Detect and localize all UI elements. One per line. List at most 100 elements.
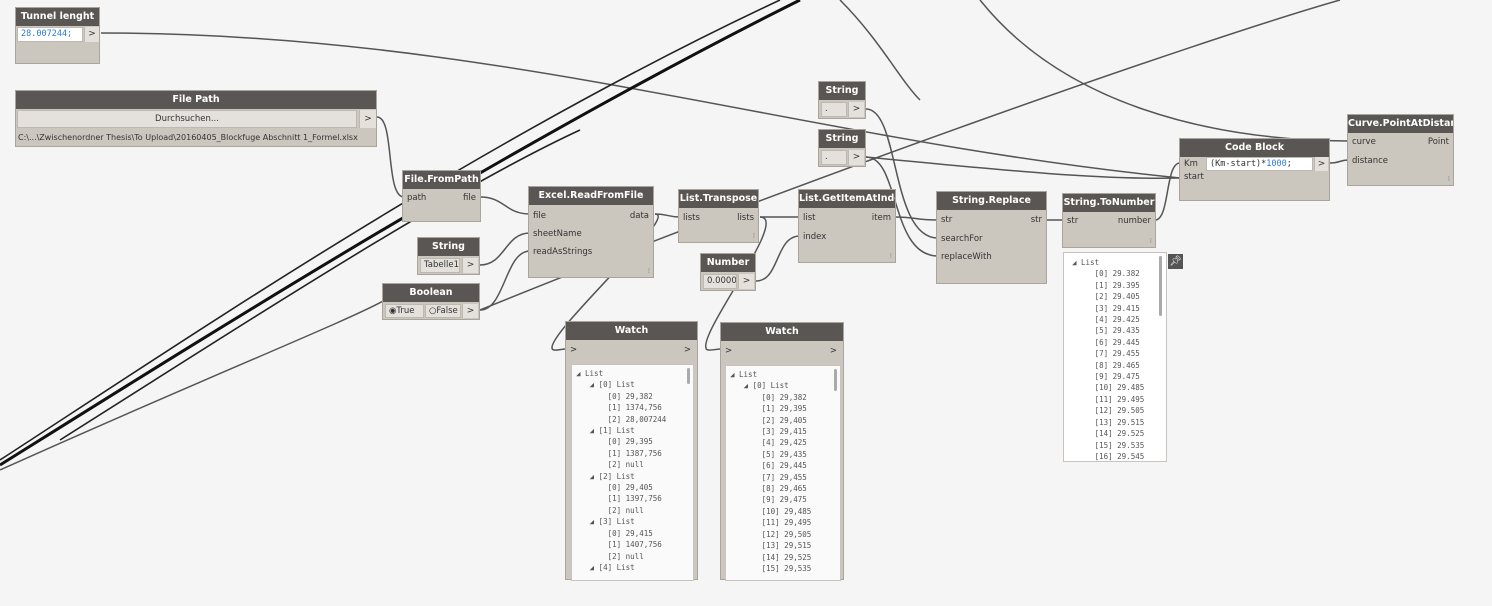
watch-line: [7] 29,455 bbox=[730, 472, 807, 482]
output-port[interactable]: > bbox=[848, 102, 864, 117]
output-port-number[interactable]: number bbox=[1117, 216, 1151, 226]
watch-node-excel[interactable]: Watch > > ◢ List ◢ [0] List [0] 29,382 [… bbox=[565, 321, 698, 581]
node-title: Excel.ReadFromFile bbox=[529, 187, 653, 205]
number-node[interactable]: Number 0.0000 > bbox=[700, 253, 756, 291]
watch-line: [15] 29,535 bbox=[730, 563, 812, 573]
output-port[interactable]: > bbox=[462, 304, 478, 318]
watch-output-list[interactable]: ◢ List ◢ [0] List [0] 29,382 [1] 29,395 … bbox=[725, 365, 841, 581]
preview-bubble[interactable]: ◢ List [0] 29.382 [1] 29.395 [2] 29.405 … bbox=[1063, 252, 1167, 462]
input-port-distance[interactable]: distance bbox=[1352, 156, 1389, 166]
input-port-file[interactable]: file bbox=[533, 211, 546, 221]
input-port-searchfor[interactable]: searchFor bbox=[941, 234, 983, 244]
code-terminator: ; bbox=[1286, 159, 1292, 169]
input-port-str[interactable]: str bbox=[941, 215, 953, 225]
list-getitematindex-node[interactable]: List.GetItemAtIndex list index item ⁞ bbox=[798, 189, 896, 263]
watch-line: [2] 29,405 bbox=[730, 415, 807, 425]
watch-line: [1] 29.395 bbox=[1072, 280, 1140, 290]
browse-button[interactable]: Durchsuchen... bbox=[17, 110, 357, 128]
string-value-input[interactable]: . bbox=[821, 102, 847, 117]
watch-line: [0] 29,395 bbox=[576, 437, 653, 447]
resize-handle[interactable]: ⁞ bbox=[647, 267, 650, 275]
wire-tonumber-to-codeblock bbox=[1154, 162, 1181, 221]
output-port-file[interactable]: file bbox=[463, 193, 476, 203]
input-port[interactable]: > bbox=[725, 346, 733, 356]
input-port-list[interactable]: list bbox=[803, 213, 816, 223]
watch-line: [7] 29.455 bbox=[1072, 349, 1140, 359]
watch-line: [12] 29,505 bbox=[730, 529, 812, 539]
resize-handle[interactable]: ⁞ bbox=[1149, 237, 1152, 245]
file-frompath-node[interactable]: File.FromPath path file bbox=[402, 170, 481, 222]
input-port-start[interactable]: start bbox=[1184, 172, 1204, 182]
excel-readfromfile-node[interactable]: Excel.ReadFromFile file sheetName readAs… bbox=[528, 186, 654, 278]
string-replace-node[interactable]: String.Replace str searchFor replaceWith… bbox=[936, 191, 1047, 284]
resize-handle[interactable]: ⁞ bbox=[889, 252, 892, 260]
watch-lines: ◢ List ◢ [0] List [0] 29,382 [1] 29,395 … bbox=[726, 369, 840, 574]
watch-line: [10] 29,485 bbox=[730, 506, 812, 516]
node-title: Boolean bbox=[383, 284, 479, 302]
string-value-input[interactable]: . bbox=[821, 150, 847, 165]
node-title: List.Transpose bbox=[679, 190, 758, 208]
watch-line: [1] 1387,756 bbox=[576, 448, 662, 458]
string-tonumber-node[interactable]: String.ToNumber str number ⁞ bbox=[1062, 193, 1156, 248]
list-transpose-node[interactable]: List.Transpose lists lists ⁞ bbox=[678, 189, 759, 243]
resize-handle[interactable]: ⁞ bbox=[1447, 175, 1450, 183]
string-sheet-node[interactable]: String Tabelle1 > bbox=[417, 237, 480, 275]
output-port-lists[interactable]: lists bbox=[737, 213, 754, 223]
scrollbar[interactable] bbox=[834, 369, 837, 391]
code-input[interactable]: (Km-start)*1000; bbox=[1206, 157, 1313, 171]
node-title: Watch bbox=[721, 323, 843, 341]
scrollbar[interactable] bbox=[687, 368, 690, 384]
output-port-str[interactable]: str bbox=[1030, 215, 1042, 225]
resize-handle[interactable]: ⁞ bbox=[752, 232, 755, 240]
tunnel-length-node[interactable]: Tunnel lenght 28.007244; > bbox=[15, 7, 100, 64]
output-port[interactable]: > bbox=[683, 345, 691, 355]
node-title: Number bbox=[701, 254, 755, 272]
string-value-input[interactable]: Tabelle1 bbox=[420, 258, 460, 273]
output-port[interactable]: > bbox=[462, 258, 478, 273]
input-port-readasstrings[interactable]: readAsStrings bbox=[533, 247, 593, 257]
file-path-node[interactable]: File Path Durchsuchen... > C:\...\Zwisch… bbox=[15, 90, 377, 147]
wire-transpose-to-watch2 bbox=[705, 216, 767, 351]
pin-icon[interactable]: 📌︎ bbox=[1168, 254, 1183, 269]
output-port-data[interactable]: data bbox=[629, 211, 649, 221]
input-port-index[interactable]: index bbox=[803, 232, 827, 242]
output-port[interactable]: > bbox=[738, 274, 754, 289]
input-port-curve[interactable]: curve bbox=[1352, 137, 1376, 147]
node-title: String.Replace bbox=[937, 192, 1046, 210]
output-port[interactable]: > bbox=[848, 150, 864, 165]
watch-line: [9] 29.475 bbox=[1072, 372, 1140, 382]
string-replacewith-node[interactable]: String . > bbox=[818, 129, 866, 167]
true-radio[interactable]: ◉True bbox=[385, 304, 424, 318]
watch-node-transpose[interactable]: Watch > > ◢ List ◢ [0] List [0] 29,382 [… bbox=[720, 322, 844, 581]
watch-line: [3] 29,415 bbox=[730, 427, 807, 437]
number-value-input[interactable]: 0.0000 bbox=[703, 274, 737, 289]
output-port[interactable]: > bbox=[84, 27, 99, 42]
input-port-lists[interactable]: lists bbox=[683, 213, 700, 223]
code-block-node[interactable]: Code Block Km start (Km-start)*1000; > bbox=[1179, 138, 1330, 201]
wire-filepath-to-frompath bbox=[376, 116, 405, 198]
output-port[interactable]: > bbox=[829, 346, 837, 356]
node-title: Code Block bbox=[1180, 139, 1329, 157]
input-port-str[interactable]: str bbox=[1067, 216, 1079, 226]
curve-pointatdistance-node[interactable]: Curve.PointAtDistance curve distance Poi… bbox=[1347, 114, 1454, 186]
node-title: Watch bbox=[566, 322, 697, 340]
input-port[interactable]: > bbox=[570, 345, 578, 355]
output-port-item[interactable]: item bbox=[871, 213, 891, 223]
false-radio[interactable]: ○False bbox=[425, 304, 461, 318]
wire-frompath-to-excel bbox=[479, 196, 531, 215]
boolean-node[interactable]: Boolean ◉True ○False > bbox=[382, 283, 480, 320]
input-port-km[interactable]: Km bbox=[1184, 159, 1198, 169]
watch-line: [13] 29,515 bbox=[730, 541, 812, 551]
input-port-path[interactable]: path bbox=[407, 193, 427, 203]
input-port-sheetname[interactable]: sheetName bbox=[533, 229, 582, 239]
watch-output-list[interactable]: ◢ List ◢ [0] List [0] 29,382 [1] 1374,75… bbox=[571, 364, 694, 581]
scrollbar[interactable] bbox=[1159, 256, 1162, 316]
watch-line: [11] 29,495 bbox=[730, 518, 812, 528]
code-input[interactable]: 28.007244; bbox=[17, 27, 83, 42]
output-port[interactable]: > bbox=[1314, 157, 1328, 171]
string-search-node[interactable]: String . > bbox=[818, 81, 866, 119]
output-port-point[interactable]: Point bbox=[1427, 137, 1449, 147]
output-port[interactable]: > bbox=[359, 110, 376, 128]
input-port-replacewith[interactable]: replaceWith bbox=[941, 252, 992, 262]
